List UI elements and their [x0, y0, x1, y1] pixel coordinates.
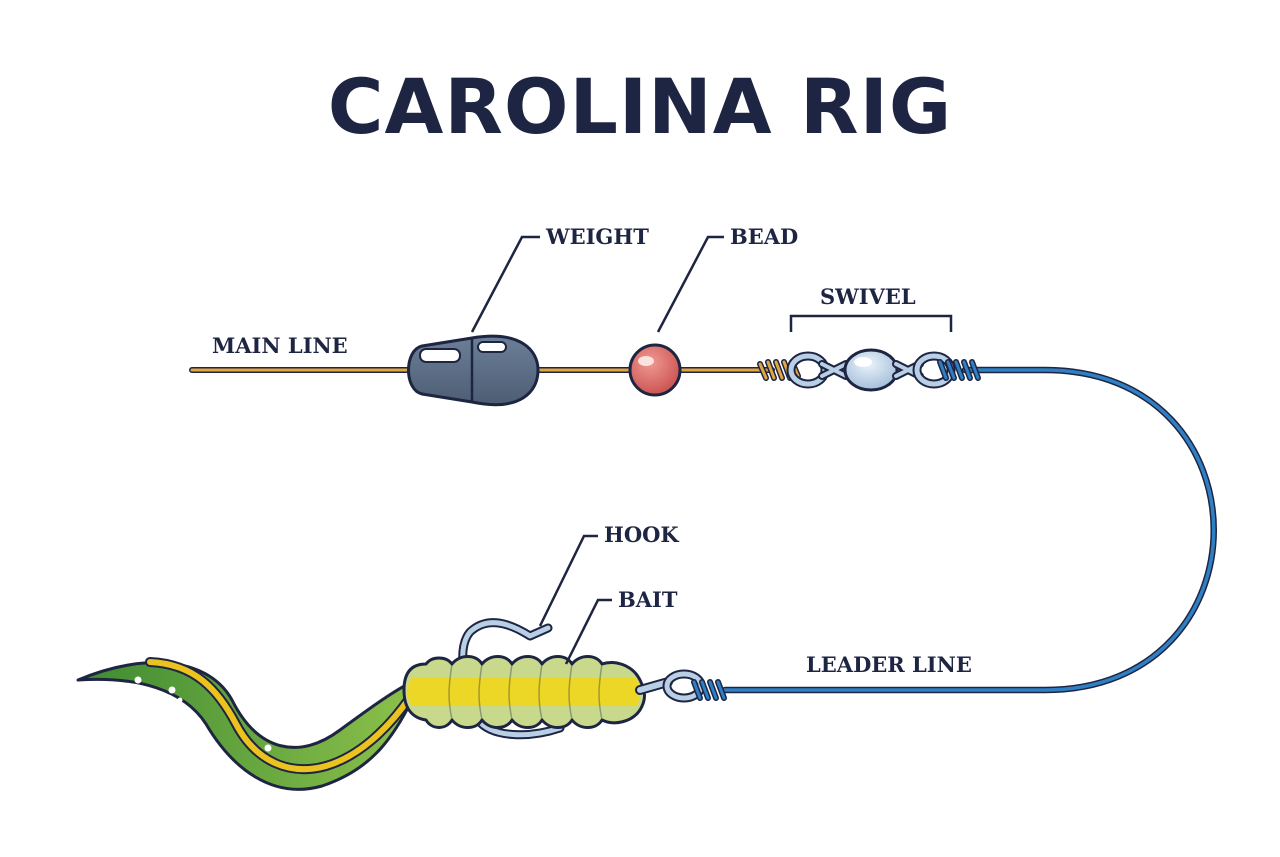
bait-tail-icon — [76, 657, 414, 791]
label-weight: WEIGHT — [546, 224, 649, 249]
label-leader-line: LEADER LINE — [806, 652, 972, 677]
label-bead: BEAD — [730, 224, 799, 249]
callout-lines — [470, 235, 953, 665]
bait-body-icon — [402, 655, 646, 729]
hook-eye-icon — [635, 669, 706, 703]
bead-icon — [628, 343, 682, 397]
label-swivel: SWIVEL — [820, 284, 916, 309]
label-main-line: MAIN LINE — [212, 333, 348, 358]
bead-callout-line — [656, 235, 724, 333]
leader-knot-bottom-icon — [691, 679, 727, 701]
bait-callout-line — [564, 598, 612, 665]
leader-line — [721, 366, 1217, 694]
swivel-bracket — [789, 314, 953, 332]
main-line-knot-icon — [757, 359, 801, 381]
weight-icon — [407, 334, 540, 407]
weight-callout-line — [470, 235, 540, 333]
swivel-icon — [786, 348, 956, 392]
hook-callout-line — [538, 534, 598, 627]
page-title: CAROLINA RIG — [327, 62, 953, 151]
label-bait: BAIT — [618, 587, 678, 612]
label-hook: HOOK — [604, 522, 679, 547]
leader-knot-top-icon — [937, 359, 981, 381]
